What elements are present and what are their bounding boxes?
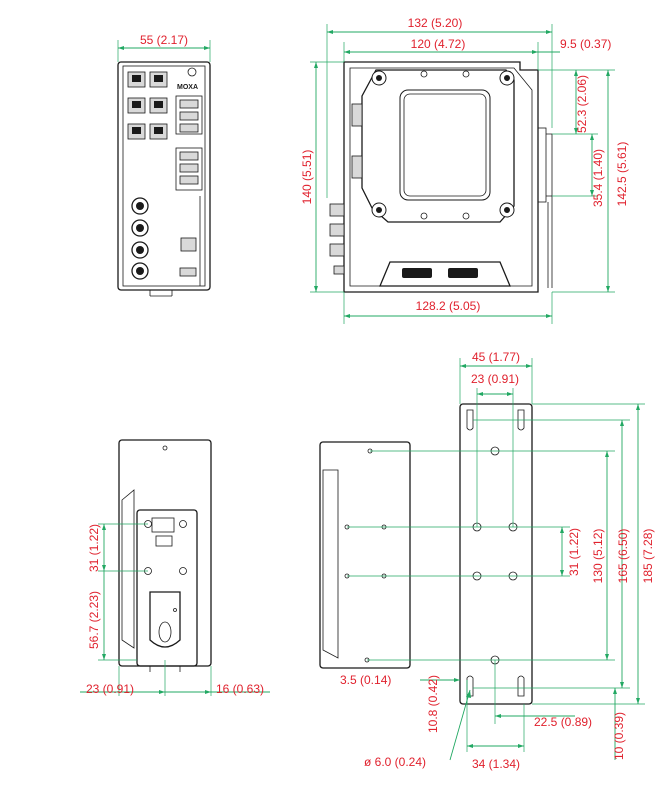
overall-height-label: 142.5 (5.61) <box>615 142 629 207</box>
wall-hole-spacing-label: 31 (1.22) <box>567 528 581 576</box>
front-view: MOXA 55 (2.17) <box>117 33 211 297</box>
ethernet-ports <box>127 71 168 140</box>
plate-height-label: 165 (6.50) <box>616 529 630 584</box>
upper-offset-label: 52.3 (2.06) <box>575 75 589 133</box>
rear-hole-spacing-label: 31 (1.22) <box>87 524 101 572</box>
wall-mount-view: 45 (1.77) 23 (0.91) 31 (1.22) 130 (5.12)… <box>319 350 655 771</box>
rear-left-offset-label: 23 (0.91) <box>86 682 134 696</box>
side-height-label: 140 (5.51) <box>300 150 314 205</box>
bottom-offset-label: 10 (0.39) <box>612 712 626 760</box>
plate-width-label: 45 (1.77) <box>472 350 520 364</box>
m12-connectors <box>131 197 149 280</box>
hole-height-label: 130 (5.12) <box>591 529 605 584</box>
rear-view: 31 (1.22) 56.7 (2.23) 23 (0.91) 16 (0.63… <box>80 439 270 696</box>
slot-spacing-label: 23 (0.91) <box>471 372 519 386</box>
body-width-label: 120 (4.72) <box>411 37 466 51</box>
hole-diameter-label: ø 6.0 (0.24) <box>364 755 426 769</box>
slot-height-label: 10.8 (0.42) <box>426 675 440 733</box>
side-view: 132 (5.20) 120 (4.72) 9.5 (0.37) 140 (5.… <box>300 16 629 324</box>
edge-offset-label: 3.5 (0.14) <box>340 673 391 687</box>
rail-clip-label: 56.7 (2.23) <box>87 591 101 649</box>
overall-width-label: 132 (5.20) <box>408 16 463 30</box>
rear-right-offset-label: 16 (0.63) <box>216 682 264 696</box>
wall-overall-height-label: 185 (7.28) <box>641 529 655 584</box>
front-width-label: 55 (2.17) <box>140 33 188 47</box>
rail-offset-label: 9.5 (0.37) <box>560 37 611 51</box>
base-width-label: 128.2 (5.05) <box>416 299 481 313</box>
wall-base-width-label: 34 (1.34) <box>472 757 520 771</box>
rail-height-label: 35.4 (1.40) <box>591 149 605 207</box>
slot-offset-label: 22.5 (0.89) <box>534 715 592 729</box>
moxa-logo: MOXA <box>177 84 198 91</box>
